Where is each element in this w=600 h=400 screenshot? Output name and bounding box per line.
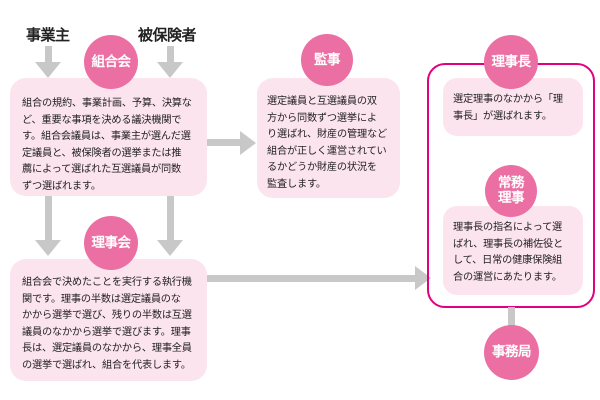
rijikai-box: 組合会で決めたことを実行する執行機 関です。理事の半数は選定議員のな かから選挙… [10,259,207,381]
arrow-right-kanji-icon [240,131,256,155]
kumiaikai-line: 定議員と、被保険者の選挙または推 [22,147,182,159]
kanji-box: 選定議員と互選議員の双 方から同数ずつ選挙によ り選ばれ、財産の管理など 組合が… [257,78,400,198]
jomu-riji-title-line: 常務 [498,175,525,191]
jimukyoku-badge: 事務局 [484,325,539,380]
label-employer: 事業主 [26,26,70,44]
label-insured: 被保険者 [138,26,197,44]
kanji-line: 監査します。 [267,178,326,190]
kanji-line: 組合が正しく運営されてい [267,145,387,157]
rijicho-badge: 理事長 [484,35,538,89]
connector-rijikai-executives [207,275,417,282]
connector-kumiaikai-rijikai-left [45,196,52,241]
jomu-riji-badge: 常務 理事 [485,165,537,217]
kumiaikai-line: 組合の規約、事業計画、予算、決算な [22,98,192,109]
connector-insured [167,46,174,64]
jomu-riji-box: 理事長の指名によって選 ばれ、理事長の補佐役と して、日常の健康保険組 合の運営… [443,206,583,295]
rijikai-line: 議員のなかから選挙で選びます。理事 [22,326,191,338]
kanji-line: 方から同数ずつ選挙によ [267,112,377,124]
kanji-line: 選定議員と互選議員の双 [267,96,377,107]
rijicho-line: 事長」が選ばれます。 [453,110,552,122]
rijikai-line: 組合会で決めたことを実行する執行機 [22,277,192,288]
arrow-down-insured-icon [157,62,183,78]
rijikai-line: かから選挙で選び、残りの半数は互選 [22,310,192,321]
rijicho-line: 選定理事のなかから「理 [453,94,563,105]
connector-kumiaikai-rijikai-right [167,196,174,241]
jomu-riji-line: ばれ、理事長の補佐役と [453,238,563,250]
jomu-riji-line: 合の運営にあたります。 [453,271,562,283]
rijikai-line: 長は、選定議員のなかから、理事全員 [22,343,192,354]
jomu-riji-title-line: 理事 [498,190,525,206]
arrow-down-employer-icon [35,62,61,78]
arrow-down-rijikai-right-icon [157,240,183,256]
arrow-down-rijikai-left-icon [35,240,61,256]
rijikai-line: 関です。理事の半数は選定議員のな [22,293,181,305]
rijikai-badge: 理事会 [84,216,138,270]
kumiaikai-line: ど、重要な事項を決める議決機関で [22,114,182,126]
rijicho-box: 選定理事のなかから「理 事長」が選ばれます。 [443,78,583,136]
kumiaikai-line: ずつ選ばれます。 [22,180,101,192]
kumiaikai-line: 薦によって選ばれた互選議員が同数 [22,164,181,175]
jomu-riji-line: 理事長の指名によって選 [453,222,563,233]
kumiaikai-badge: 組合会 [84,35,138,89]
jomu-riji-line: して、日常の健康保険組 [453,255,563,266]
kanji-badge: 監事 [301,34,353,86]
rijikai-line: の選挙で選ばれ、組合を代表します。 [22,359,191,371]
kanji-line: るかどうか財産の状況を [267,162,377,173]
kanji-line: り選ばれ、財産の管理など [267,129,387,140]
kumiaikai-line: す。組合会議員は、事業主が選んだ選 [22,131,191,142]
connector-kumiaikai-kanji [207,139,243,146]
kumiaikai-box: 組合の規約、事業計画、予算、決算な ど、重要な事項を決める議決機関で す。組合会… [10,78,207,196]
connector-jimukyoku [508,307,515,329]
connector-employer [45,46,52,64]
